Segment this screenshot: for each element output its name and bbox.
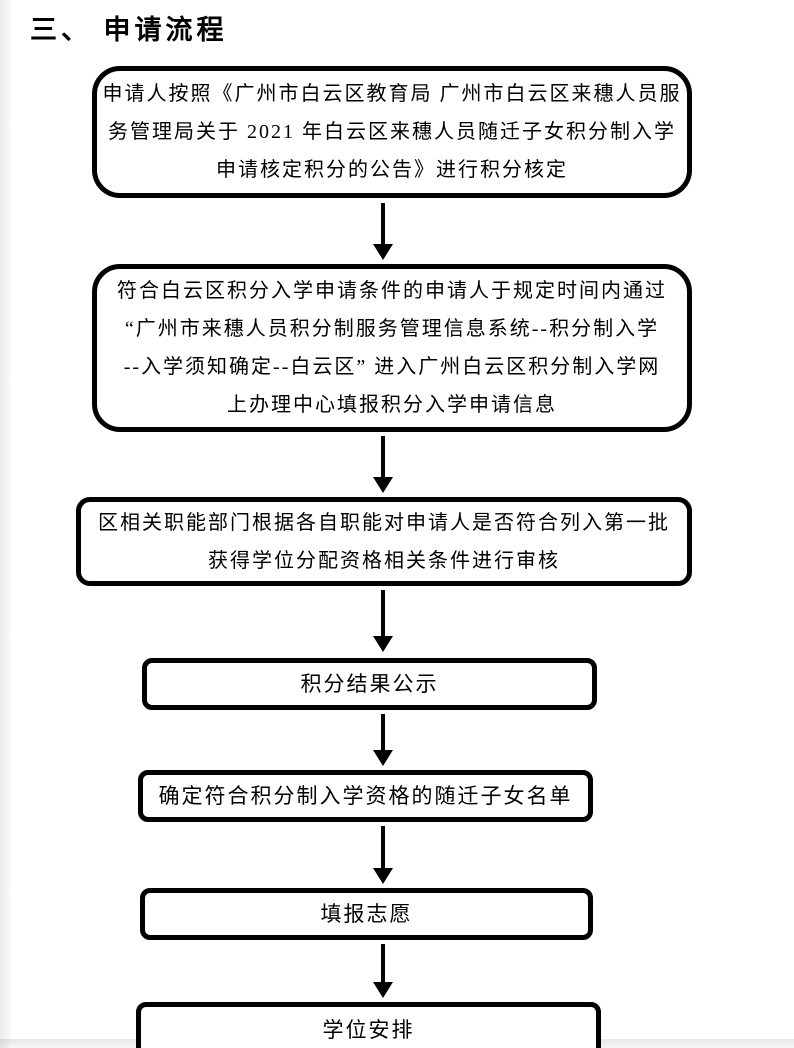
flow-step-7-line-1: 学位安排 — [322, 1018, 415, 1042]
arrow-down-icon — [373, 477, 393, 493]
flow-step-7: 学位安排 — [136, 1002, 601, 1048]
flow-step-2: 符合白云区积分入学申请条件的申请人于规定时间内通过 “广州市来穗人员积分制服务管… — [92, 264, 692, 432]
arrow-down-icon — [373, 868, 393, 884]
arrow-shaft — [381, 826, 385, 871]
flow-step-3: 区相关职能部门根据各自职能对申请人是否符合列入第一批 获得学位分配资格相关条件进… — [76, 497, 692, 586]
flow-step-2-line-4: 上办理中心填报积分入学申请信息 — [227, 394, 557, 416]
flow-arrow-1 — [371, 203, 395, 260]
page-title: 三、 申请流程 — [30, 15, 228, 45]
flow-step-1-line-1: 申请人按照《广州市白云区教育局 广州市白云区来穗人员服 — [102, 83, 682, 105]
arrow-shaft — [381, 944, 385, 985]
arrow-down-icon — [373, 244, 393, 260]
flow-step-1-line-3: 申请核定积分的公告》进行积分核定 — [216, 159, 568, 181]
flow-step-2-line-2: “广州市来穗人员积分制服务管理信息系统--积分制入学 — [124, 318, 660, 340]
arrow-shaft — [381, 436, 385, 480]
flow-arrow-2 — [371, 436, 395, 493]
flow-step-1-line-2: 务管理局关于 2021 年白云区来穗人员随迁子女积分制入学 — [108, 121, 676, 143]
flow-arrow-4 — [371, 714, 395, 766]
flow-step-5-line-1: 确定符合积分制入学资格的随迁子女名单 — [158, 784, 573, 808]
flow-arrow-3 — [371, 590, 395, 652]
arrow-shaft — [381, 714, 385, 753]
arrow-down-icon — [373, 750, 393, 766]
flow-step-4: 积分结果公示 — [142, 658, 597, 710]
flow-step-2-line-1: 符合白云区积分入学申请条件的申请人于规定时间内通过 — [117, 280, 667, 302]
flow-step-5: 确定符合积分制入学资格的随迁子女名单 — [138, 770, 593, 822]
page-left-edge-shade — [0, 0, 13, 1048]
arrow-down-icon — [373, 982, 393, 998]
flow-step-6-line-1: 填报志愿 — [320, 902, 413, 926]
flow-arrow-6 — [371, 944, 395, 998]
flow-step-3-line-1: 区相关职能部门根据各自职能对申请人是否符合列入第一批 — [98, 511, 670, 534]
flow-arrow-5 — [371, 826, 395, 884]
arrow-down-icon — [373, 636, 393, 652]
flow-step-2-line-3: --入学须知确定--白云区” 进入广州白云区积分制入学网 — [123, 356, 661, 378]
flow-step-4-line-1: 积分结果公示 — [300, 672, 439, 696]
flow-step-3-line-2: 获得学位分配资格相关条件进行审核 — [208, 549, 560, 572]
flow-step-6: 填报志愿 — [140, 888, 593, 940]
flow-step-1: 申请人按照《广州市白云区教育局 广州市白云区来穗人员服 务管理局关于 2021 … — [92, 66, 692, 198]
arrow-shaft — [381, 203, 385, 247]
arrow-shaft — [381, 590, 385, 639]
